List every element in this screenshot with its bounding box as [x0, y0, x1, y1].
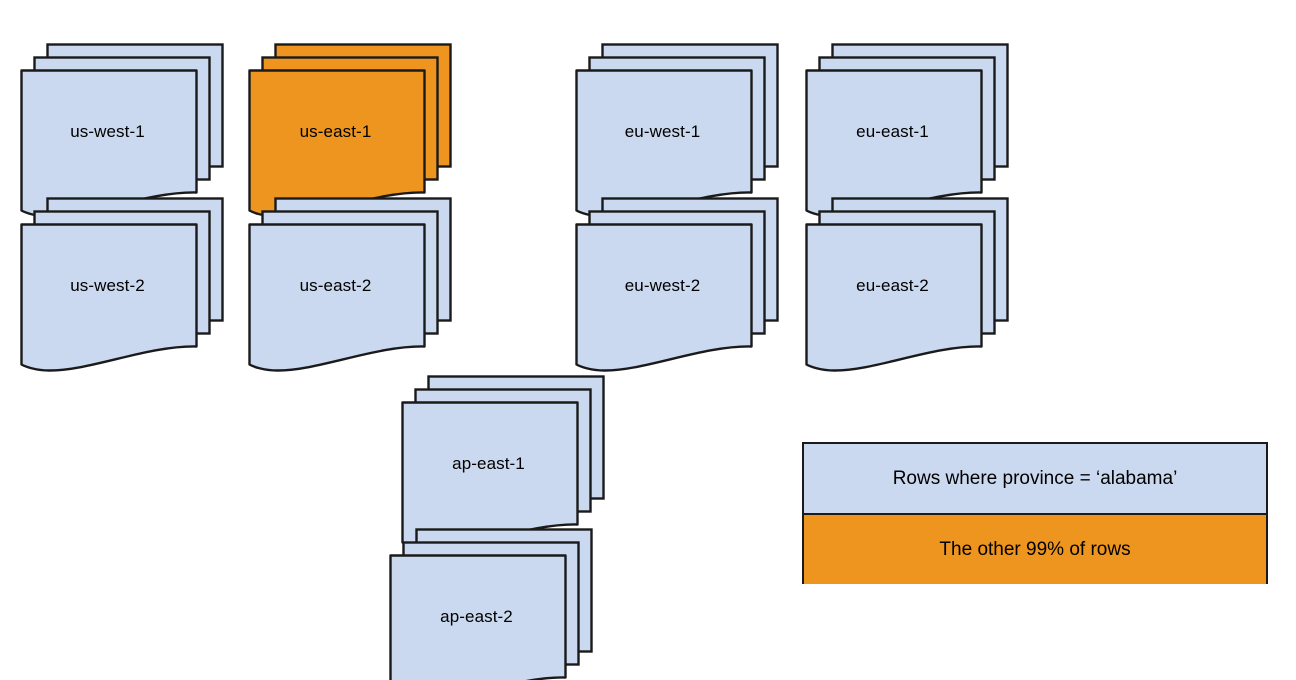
- region-stack-eu-west-2[interactable]: eu-west-2: [575, 197, 780, 372]
- region-stack-ap-east-2[interactable]: ap-east-2: [389, 528, 594, 680]
- stack-card-front: [575, 69, 753, 218]
- stack-card-front: [805, 223, 983, 372]
- stack-card-front: [575, 223, 753, 372]
- legend-box: Rows where province = ‘alabama’ The other…: [802, 442, 1268, 584]
- stack-card-front: [248, 223, 426, 372]
- legend-row-label: Rows where province = ‘alabama’: [892, 467, 1178, 489]
- region-stack-ap-east-1[interactable]: ap-east-1: [401, 375, 606, 550]
- stack-card-front: [20, 69, 198, 218]
- stack-card-front: [20, 223, 198, 372]
- legend-row-legend-orange: The other 99% of rows: [804, 515, 1266, 584]
- stack-card-front: [805, 69, 983, 218]
- legend-row-label: The other 99% of rows: [939, 538, 1131, 560]
- stack-card-front: [389, 554, 567, 680]
- region-stack-eu-west-1[interactable]: eu-west-1: [575, 43, 780, 218]
- region-stack-eu-east-2[interactable]: eu-east-2: [805, 197, 1010, 372]
- stack-card-front: [401, 401, 579, 550]
- region-stack-us-west-1[interactable]: us-west-1: [20, 43, 225, 218]
- stack-card-front: [248, 69, 426, 218]
- region-stack-eu-east-1[interactable]: eu-east-1: [805, 43, 1010, 218]
- legend-row-legend-blue: Rows where province = ‘alabama’: [804, 444, 1266, 515]
- region-stack-us-east-2[interactable]: us-east-2: [248, 197, 453, 372]
- region-stack-us-west-2[interactable]: us-west-2: [20, 197, 225, 372]
- region-stack-us-east-1[interactable]: us-east-1: [248, 43, 453, 218]
